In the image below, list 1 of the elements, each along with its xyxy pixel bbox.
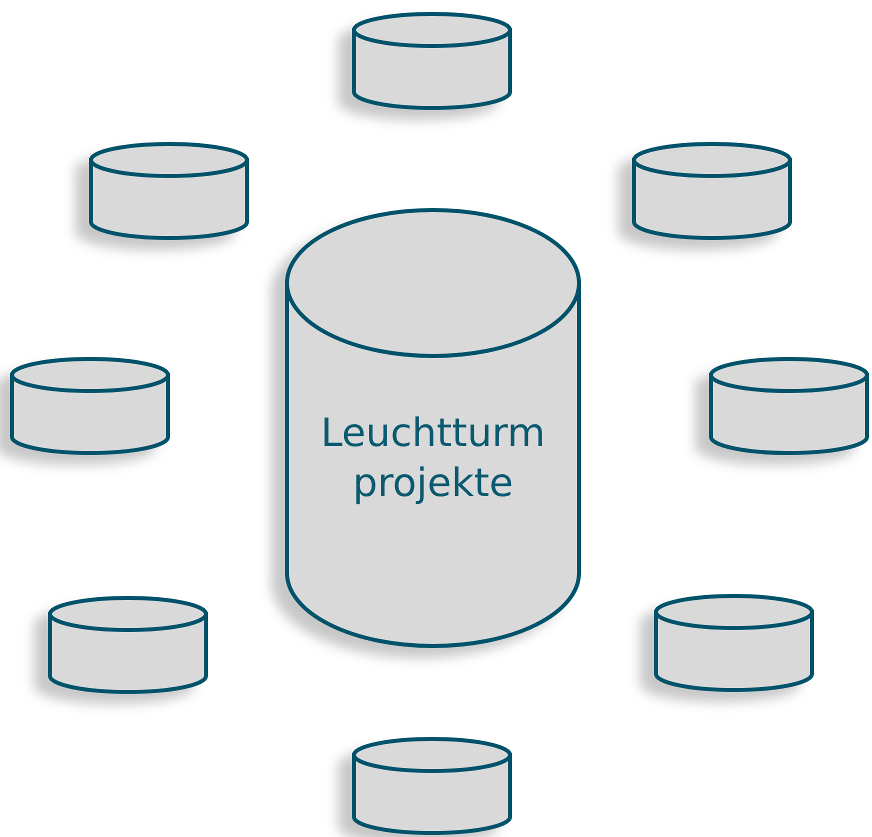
cylinder-label: Leuchtturm projekte: [320, 410, 546, 508]
